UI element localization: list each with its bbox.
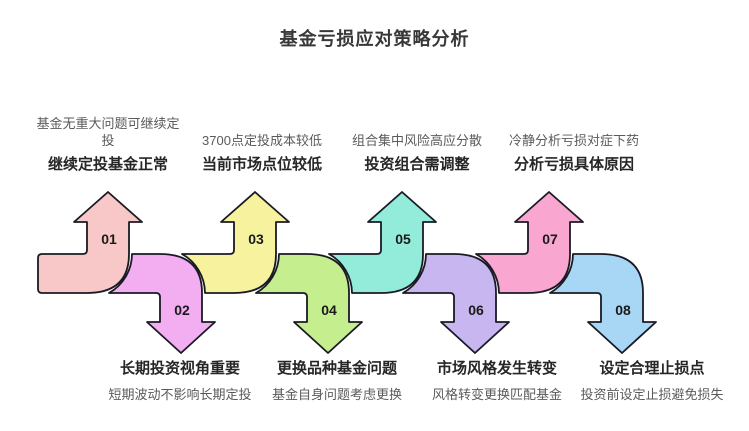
label-main-05: 投资组合需调整: [364, 156, 470, 173]
arrow-02-number: 02: [174, 302, 190, 318]
arrow-08-shape: [549, 253, 657, 354]
label-main-02: 长期投资视角重要: [119, 360, 240, 377]
label-top-03: 3700点定投成本较低当前市场点位较低: [182, 109, 342, 173]
arrow-04-shape: [255, 253, 363, 354]
label-sub-01: 基金无重大问题可继续定投: [36, 116, 180, 148]
label-bottom-06: 市场风格发生转变风格转变更换匹配基金: [407, 361, 587, 403]
arrow-05-shape: [328, 191, 437, 294]
label-main-03: 当前市场点位较低: [201, 156, 322, 173]
label-bottom-04: 更换品种基金问题基金自身问题考虑更换: [247, 361, 427, 403]
arrow-08-number: 08: [615, 302, 631, 318]
label-sub-06: 风格转变更换匹配基金: [431, 387, 562, 402]
label-sub-03: 3700点定投成本较低: [202, 133, 322, 148]
arrow-02: 02: [108, 253, 216, 354]
arrow-01-shape: [37, 191, 143, 294]
arrow-04-number: 04: [321, 302, 337, 318]
arrow-03-shape: [181, 191, 290, 294]
arrow-06-shape: [402, 253, 510, 354]
label-main-07: 分析亏损具体原因: [513, 156, 634, 173]
arrow-05-number: 05: [395, 231, 411, 247]
arrow-05: 05: [328, 191, 437, 294]
label-main-01: 继续定投基金正常: [47, 156, 168, 173]
arrow-04: 04: [255, 253, 363, 354]
arrow-06: 06: [402, 253, 510, 354]
arrow-07-number: 07: [542, 231, 558, 247]
label-main-04: 更换品种基金问题: [276, 360, 397, 377]
arrow-02-shape: [108, 253, 216, 354]
arrow-03: 03: [181, 191, 290, 294]
label-top-05: 组合集中风险高应分散投资组合需调整: [337, 109, 497, 173]
label-top-01: 基金无重大问题可继续定投继续定投基金正常: [35, 109, 181, 173]
arrow-06-number: 06: [468, 302, 484, 318]
label-main-08: 设定合理止损点: [599, 360, 705, 377]
label-sub-05: 组合集中风险高应分散: [351, 133, 482, 148]
label-bottom-08: 设定合理止损点投资前设定止损避免损失: [562, 361, 742, 403]
label-sub-04: 基金自身问题考虑更换: [271, 387, 402, 402]
page-title: 基金亏损应对策略分析: [279, 29, 470, 49]
label-main-06: 市场风格发生转变: [436, 360, 557, 377]
arrow-01-number: 01: [101, 231, 117, 247]
label-top-07: 冷静分析亏损对症下药分析亏损具体原因: [494, 109, 654, 173]
arrow-01: 01: [37, 191, 143, 294]
arrow-08: 08: [549, 253, 657, 354]
label-bottom-02: 长期投资视角重要短期波动不影响长期定投: [90, 361, 270, 403]
label-sub-08: 投资前设定止损避免损失: [580, 387, 724, 402]
arrow-07-shape: [475, 191, 584, 294]
label-sub-07: 冷静分析亏损对症下药: [508, 133, 639, 148]
label-sub-02: 短期波动不影响长期定投: [108, 387, 252, 402]
arrow-07: 07: [475, 191, 584, 294]
arrow-03-number: 03: [248, 231, 264, 247]
